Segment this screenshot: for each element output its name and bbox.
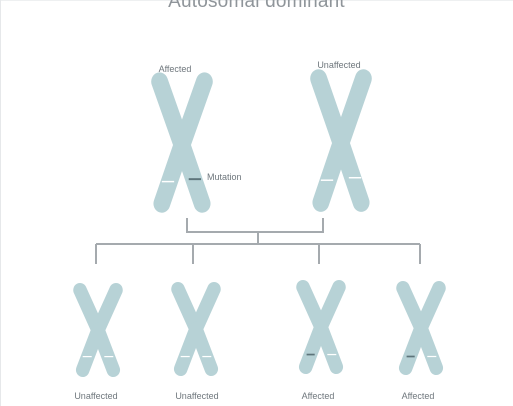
inheritance-connectors <box>95 218 421 264</box>
child-4-chromosome <box>396 280 446 376</box>
child-2-label: Unaffected <box>175 391 218 401</box>
parent-unaffected: Unaffected <box>310 60 372 212</box>
parent-join-bracket <box>186 218 324 233</box>
child-3-label: Affected <box>302 391 335 401</box>
parent-affected-label: Affected <box>159 64 192 74</box>
child-1-label: Unaffected <box>74 391 117 401</box>
child-3: Affected <box>296 279 346 401</box>
child-2-chromosome <box>171 281 221 377</box>
parent-affected-chromosome <box>151 72 213 213</box>
child-4: Affected <box>396 280 446 401</box>
child-3-chromosome <box>296 279 346 375</box>
child-4-label: Affected <box>402 391 435 401</box>
child-1: Unaffected <box>73 282 123 401</box>
parent-unaffected-label: Unaffected <box>317 60 360 70</box>
parent-affected: Affected Mutation <box>151 64 242 213</box>
child-2: Unaffected <box>171 281 221 401</box>
parent-unaffected-chromosome <box>310 69 372 212</box>
mutation-label: Mutation <box>207 172 242 182</box>
diagram-title: Autosomal dominant <box>168 0 345 12</box>
panel-top-border <box>0 0 513 1</box>
panel-left-border <box>0 0 1 406</box>
child-1-chromosome <box>73 282 123 378</box>
